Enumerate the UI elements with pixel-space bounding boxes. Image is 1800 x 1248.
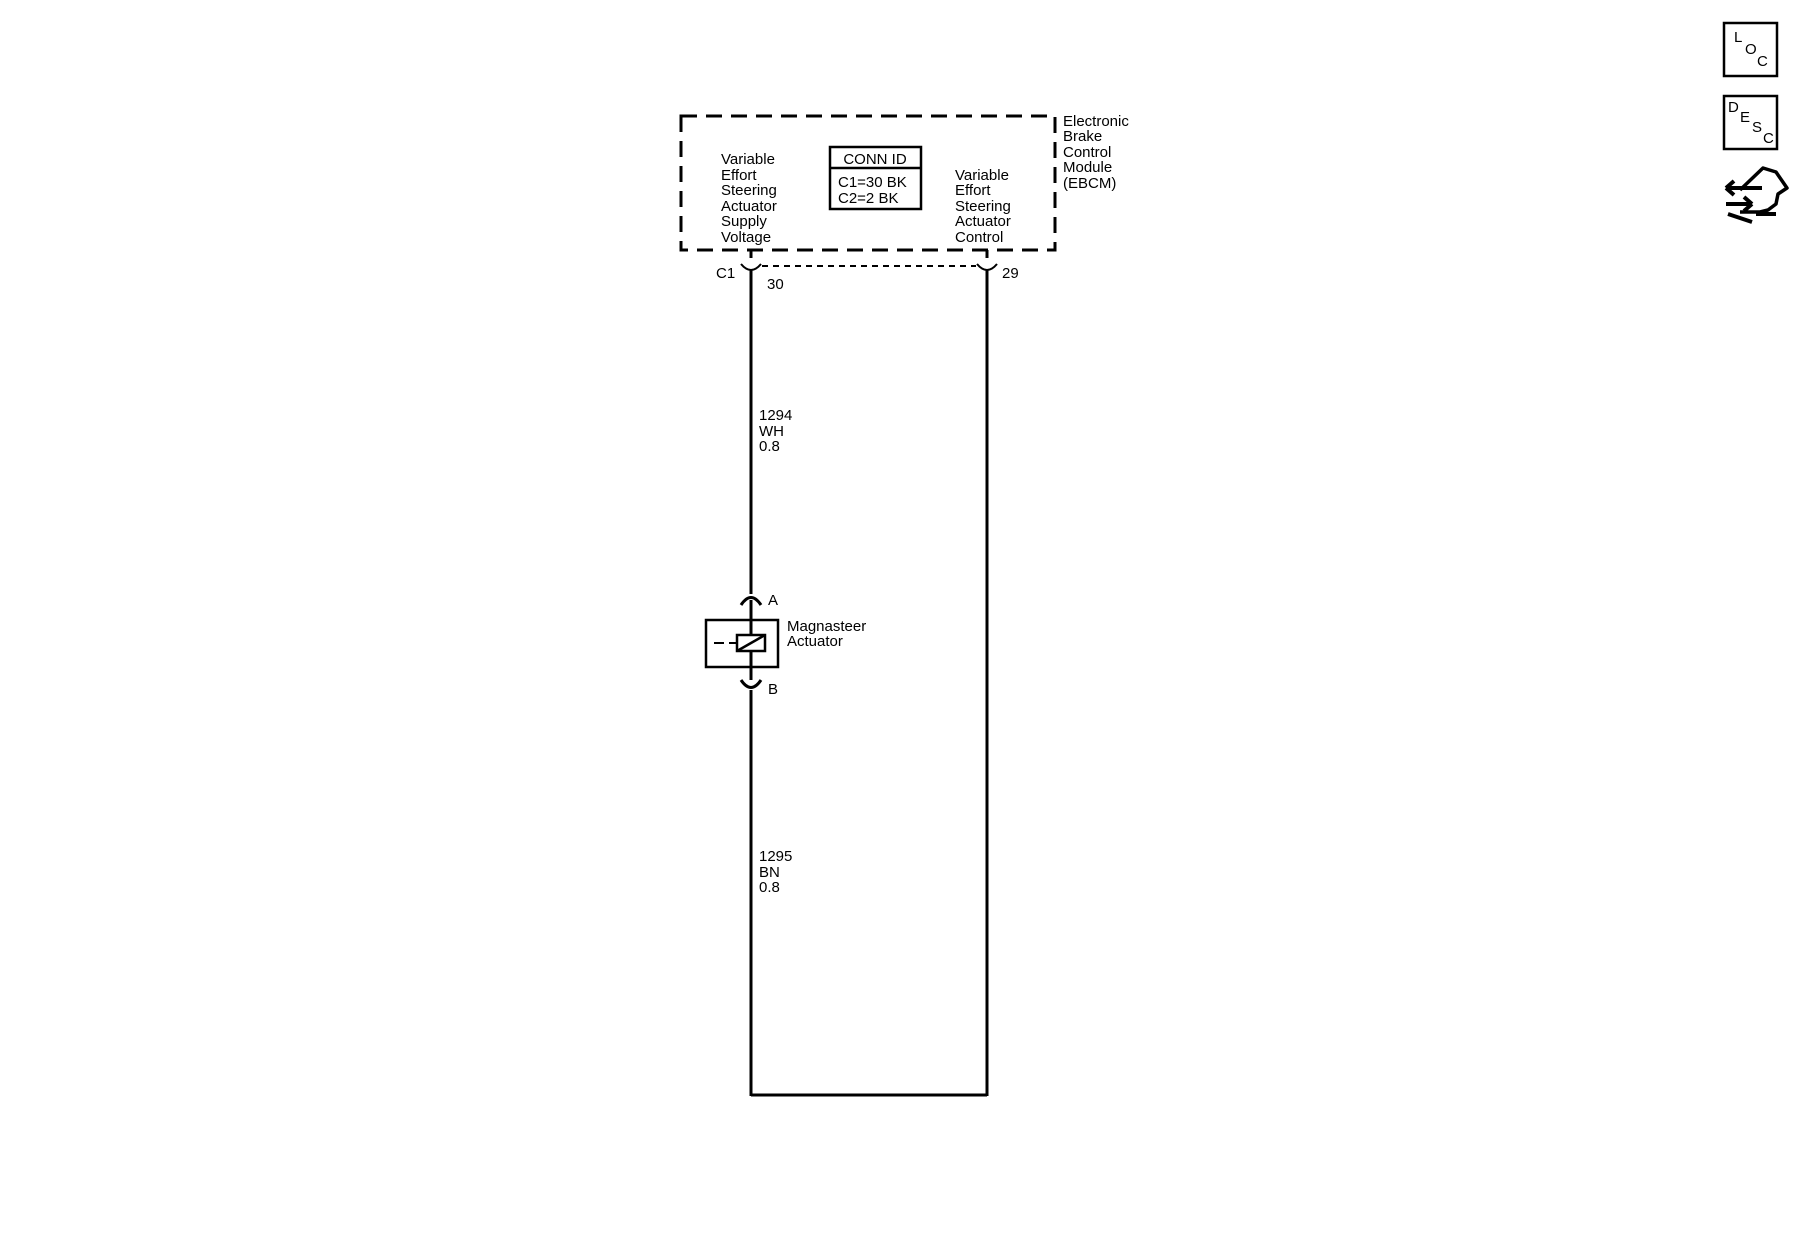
connector-end-view-icon[interactable] (1724, 166, 1789, 224)
pin-number-right: 29 (1002, 265, 1019, 282)
svg-text:O: O (1745, 41, 1757, 58)
conn-id-table: CONN ID C1=30 BK C2=2 BK (828, 145, 923, 211)
svg-text:C: C (1763, 130, 1774, 147)
svg-text:E: E (1740, 109, 1750, 126)
actuator-pin-b-label: B (768, 681, 778, 698)
module-name-line: Control (1063, 144, 1111, 161)
connector-c1-pin-30 (740, 250, 762, 271)
module-name-line: (EBCM) (1063, 175, 1116, 192)
desc-button[interactable]: D E S C (1722, 94, 1779, 151)
conn-id-header: CONN ID (843, 151, 907, 168)
connector-c1-pin-29 (976, 250, 998, 271)
actuator-pin-a-label: A (768, 592, 778, 609)
connector-label: C1 (716, 265, 735, 282)
svg-text:D: D (1728, 99, 1739, 116)
ebcm-module-name: Electronic Brake Control Module (EBCM) (1063, 113, 1133, 192)
loc-button[interactable]: L O C (1722, 21, 1779, 78)
supply-voltage-function-label: Variable Effort Steering Actuator Supply… (721, 151, 781, 246)
ebcm-module-box (679, 114, 1057, 252)
svg-text:S: S (1752, 119, 1762, 136)
actuator-name: Magnasteer Actuator (787, 618, 870, 650)
actuator-pin-b (739, 679, 763, 689)
svg-text:C: C (1757, 53, 1768, 70)
actuator-pin-a (739, 596, 763, 606)
magnasteer-actuator-symbol (704, 618, 780, 669)
svg-text:L: L (1734, 29, 1742, 46)
module-name-line: Brake (1063, 128, 1102, 145)
module-name-line: Module (1063, 159, 1112, 176)
pin-number-left: 30 (767, 276, 784, 293)
wire-1295-label: 1295 BN 0.8 (759, 848, 797, 896)
conn-id-row: C1=30 BK (838, 174, 907, 191)
actuator-control-function-label: Variable Effort Steering Actuator Contro… (955, 167, 1015, 246)
module-name-line: Electronic (1063, 113, 1129, 130)
conn-id-row: C2=2 BK (838, 190, 898, 207)
wire-1294-label: 1294 WH 0.8 (759, 407, 797, 455)
